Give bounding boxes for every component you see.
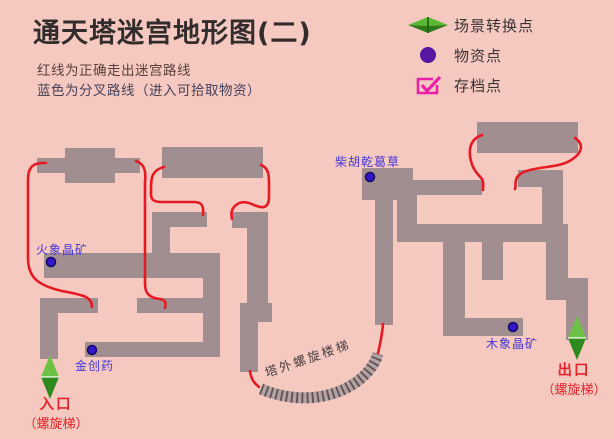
corridor bbox=[137, 298, 212, 313]
corridor bbox=[542, 187, 563, 227]
legend-row-save-point: 存档点 bbox=[402, 70, 612, 100]
route-segment bbox=[230, 163, 271, 221]
corridor bbox=[240, 303, 272, 322]
corridor bbox=[482, 242, 503, 280]
corridor bbox=[162, 147, 263, 178]
save-point-icon bbox=[402, 74, 454, 96]
spiral-staircase bbox=[258, 352, 384, 404]
corridor-salve bbox=[85, 342, 212, 357]
corridor bbox=[546, 242, 568, 282]
entrance-arrow-icon bbox=[41, 355, 59, 399]
item-label-golden-salve: 金创药 bbox=[75, 359, 115, 373]
corridor bbox=[375, 200, 393, 325]
exit-title: 出口 bbox=[557, 363, 591, 379]
route-segment bbox=[248, 369, 261, 389]
legend-label: 场景转换点 bbox=[454, 16, 535, 35]
corridor bbox=[232, 212, 268, 228]
item-label-herb: 柴胡乾葛草 bbox=[335, 155, 401, 169]
supply-point-icon bbox=[402, 45, 454, 65]
supply-dot-fire-crystal-ore bbox=[45, 256, 57, 268]
route-segment bbox=[513, 136, 583, 191]
corridor bbox=[443, 242, 465, 322]
corridor bbox=[240, 322, 258, 372]
red-route-lines bbox=[26, 133, 583, 389]
scene-transition-icon bbox=[402, 15, 454, 35]
corridor bbox=[477, 122, 578, 153]
corridor-fire-ore bbox=[44, 253, 217, 278]
route-segment bbox=[134, 159, 167, 310]
legend-label: 物资点 bbox=[454, 46, 503, 65]
route-segment bbox=[26, 161, 94, 309]
corridor bbox=[546, 278, 588, 300]
corridor bbox=[65, 148, 115, 183]
corridor bbox=[152, 212, 207, 227]
route-segment bbox=[376, 322, 385, 355]
supply-dot-wood-crystal-ore bbox=[507, 321, 519, 333]
subtitle-red-route: 红线为正确走出迷宫路线 bbox=[37, 63, 191, 79]
corridor-wood-ore bbox=[443, 318, 523, 336]
corridor-entrance bbox=[40, 313, 58, 359]
legend-row-supply-point: 物资点 bbox=[402, 40, 612, 70]
supply-dot-herb bbox=[364, 171, 376, 183]
page-title: 通天塔迷宫地形图(二) bbox=[33, 18, 312, 49]
item-label-fire-crystal-ore: 火象晶矿 bbox=[36, 243, 89, 257]
corridor bbox=[413, 180, 482, 195]
supply-points bbox=[45, 171, 519, 356]
corridor bbox=[397, 195, 417, 227]
legend-label: 存档点 bbox=[454, 76, 503, 95]
corridor bbox=[152, 227, 170, 255]
supply-dot-golden-salve bbox=[86, 344, 98, 356]
route-segment bbox=[149, 165, 205, 217]
legend: 场景转换点 物资点 存档点 bbox=[402, 10, 612, 100]
entrance-label: 入口 （螺旋梯） bbox=[9, 396, 103, 433]
route-segment bbox=[468, 133, 485, 192]
entrance-subtitle: （螺旋梯） bbox=[23, 416, 89, 432]
corridor bbox=[247, 226, 268, 304]
maze-corridors bbox=[37, 122, 588, 372]
exit-arrow-icon bbox=[568, 316, 586, 360]
exit-label: 出口 （螺旋梯） bbox=[533, 362, 614, 399]
item-label-wood-crystal-ore: 木象晶矿 bbox=[486, 337, 539, 351]
legend-row-scene-transition: 场景转换点 bbox=[402, 10, 612, 40]
corridor bbox=[518, 170, 563, 187]
subtitle-blue-route: 蓝色为分叉路线（进入可拾取物资） bbox=[37, 83, 261, 99]
corridor bbox=[40, 298, 98, 313]
entrance-title: 入口 bbox=[39, 397, 73, 413]
corridor bbox=[397, 224, 568, 242]
exit-subtitle: （螺旋梯） bbox=[541, 382, 607, 398]
